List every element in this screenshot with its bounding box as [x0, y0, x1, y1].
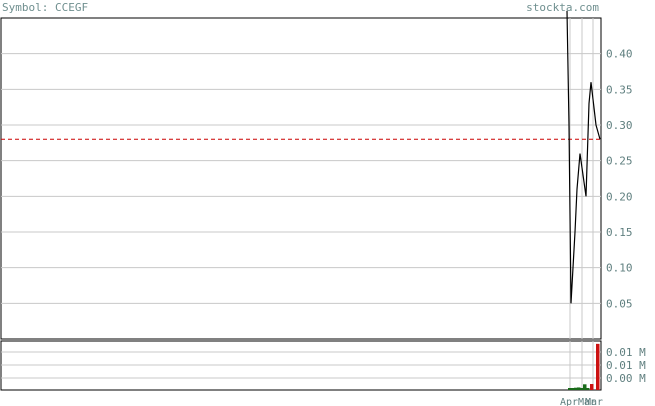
volume-y-tick-label: 0.01 M [606, 359, 646, 372]
volume-bar [590, 384, 594, 390]
volume-bar [568, 388, 572, 390]
volume-bar [586, 388, 590, 390]
volume-y-tick-label: 0.00 M [606, 372, 646, 385]
x-tick-label: Mar [585, 397, 603, 406]
price-y-tick-label: 0.30 [606, 119, 633, 132]
volume-bar [583, 384, 587, 390]
volume-bar [574, 387, 578, 390]
price-y-tick-label: 0.15 [606, 226, 633, 239]
price-y-tick-label: 0.40 [606, 48, 633, 61]
price-y-tick-label: 0.25 [606, 155, 633, 168]
x-tick-label: Apr [560, 397, 578, 406]
site-name-label[interactable]: stockta.com [526, 1, 599, 14]
volume-y-tick-label: 0.01 M [606, 346, 646, 359]
volume-bar [571, 388, 575, 390]
volume-chart-panel: 0.01 M0.01 M0.00 M [0, 340, 646, 391]
x-tick-label: Mar [578, 397, 596, 406]
price-y-tick-label: 0.35 [606, 83, 633, 96]
volume-bar [580, 388, 584, 390]
price-series-line [566, 10, 601, 304]
price-y-tick-label: 0.05 [606, 297, 633, 310]
price-y-tick-label: 0.20 [606, 190, 633, 203]
price-chart-panel: 0.05 0.10 0.15 0.20 0.25 0.30 0.35 0.40 [0, 10, 633, 340]
price-frame [0, 17, 602, 340]
symbol-label: Symbol: CCEGF [2, 1, 88, 14]
price-y-tick-label: 0.10 [606, 262, 633, 275]
volume-bar [596, 343, 600, 390]
volume-bar [577, 387, 581, 390]
